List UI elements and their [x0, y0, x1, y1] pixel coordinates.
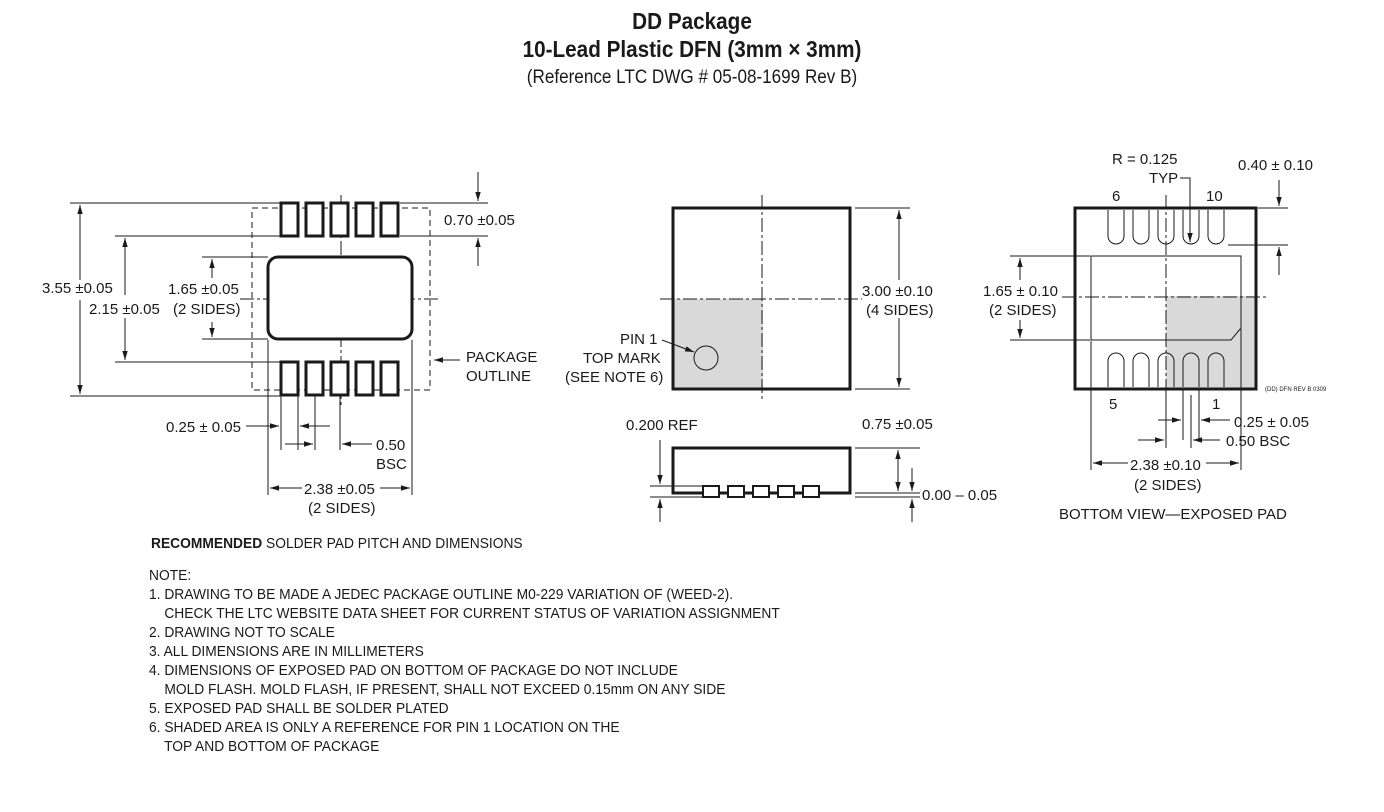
dim-pad-width: 2.38 ±0.05 — [304, 481, 375, 498]
dim-bottom-pad-height: 1.65 ± 0.10 — [983, 283, 1058, 300]
note-line: 3. ALL DIMENSIONS ARE IN MILLIMETERS — [149, 643, 424, 660]
pin1-label-1: PIN 1 — [620, 331, 658, 348]
bottom-view-leads-top — [1107, 210, 1225, 245]
solder-pad-view: 3.55 ±0.05 2.15 ±0.05 1.65 ±0.05 (2 SIDE… — [42, 172, 537, 517]
recommended-caption: RECOMMENDED SOLDER PAD PITCH AND DIMENSI… — [151, 535, 523, 552]
dim-bottom-pitch: 0.50 BSC — [1226, 433, 1290, 450]
bottom-view-leads-bottom — [1107, 352, 1225, 387]
radius-label-typ: TYP — [1149, 170, 1178, 187]
radius-label: R = 0.125 — [1112, 151, 1177, 168]
dim-pad-height: 1.65 ±0.05 — [168, 281, 239, 298]
dim-body-note: (4 SIDES) — [866, 302, 934, 319]
dim-bottom-lead-width: 0.25 ± 0.05 — [1234, 414, 1309, 431]
pin-number-10: 10 — [1206, 188, 1223, 205]
pin1-label-2: TOP MARK — [583, 350, 661, 367]
note-line: 1. DRAWING TO BE MADE A JEDEC PACKAGE OU… — [149, 586, 734, 603]
dim-standoff: 0.00 – 0.05 — [922, 487, 997, 504]
note-line: 4. DIMENSIONS OF EXPOSED PAD ON BOTTOM O… — [149, 662, 678, 679]
dim-bottom-pad-width: 2.38 ±0.10 — [1130, 457, 1201, 474]
top-view: PIN 1 TOP MARK (SEE NOTE 6) 3.00 ±0.10 (… — [565, 195, 934, 400]
dim-lead-width: 0.25 ± 0.05 — [166, 419, 241, 436]
side-view: 0.200 REF 0.75 ±0.05 0.00 – 0.05 — [626, 416, 997, 522]
dim-inner-height: 2.15 ±0.05 — [89, 301, 160, 318]
pin1-label-3: (SEE NOTE 6) — [565, 369, 663, 386]
dim-ref: 0.200 REF — [626, 417, 698, 434]
drawing-reference: (Reference LTC DWG # 05-08-1699 Rev B) — [526, 67, 858, 88]
recommended-caption-rest: SOLDER PAD PITCH AND DIMENSIONS — [262, 535, 523, 552]
note-line: 5. EXPOSED PAD SHALL BE SOLDER PLATED — [149, 700, 449, 717]
exposed-pad — [266, 255, 414, 341]
dim-body: 3.00 ±0.10 — [862, 283, 933, 300]
dim-pad-height-note: (2 SIDES) — [173, 301, 241, 318]
dim-pitch-note: BSC — [376, 456, 407, 473]
note-line: MOLD FLASH. MOLD FLASH, IF PRESENT, SHAL… — [149, 681, 726, 698]
pin-number-6: 6 — [1112, 188, 1120, 205]
bottom-lead-pads — [279, 360, 400, 397]
dim-pitch: 0.50 — [376, 437, 405, 454]
dim-total-height: 3.55 ±0.05 — [42, 280, 113, 297]
package-outline-label-2: OUTLINE — [466, 368, 531, 385]
bottom-view: 6 10 5 1 R = 0.125 TYP 0.40 ± 0.10 1.65 … — [983, 151, 1327, 523]
notes-block: NOTE: 1. DRAWING TO BE MADE A JEDEC PACK… — [149, 566, 835, 756]
top-lead-pads — [279, 201, 400, 238]
package-subtitle: 10-Lead Plastic DFN (3mm × 3mm) — [522, 36, 862, 62]
package-outline-label-1: PACKAGE — [466, 349, 537, 366]
dim-bottom-pad-width-note: (2 SIDES) — [1134, 477, 1202, 494]
pin1-top-mark — [693, 345, 719, 371]
dim-height: 0.75 ±0.05 — [862, 416, 933, 433]
note-line: CHECK THE LTC WEBSITE DATA SHEET FOR CUR… — [149, 605, 780, 622]
note-line: 2. DRAWING NOT TO SCALE — [149, 624, 335, 641]
dim-lead-length: 0.70 ±0.05 — [444, 212, 515, 229]
revision-tag: (DD) DFN REV B 0309 — [1265, 387, 1327, 393]
pin1-shaded-area-bottom — [1166, 296, 1255, 389]
dim-bottom-pad-height-note: (2 SIDES) — [989, 302, 1057, 319]
pin-number-5: 5 — [1109, 396, 1117, 413]
recommended-caption-bold: RECOMMENDED — [151, 535, 263, 552]
exposed-pad-outline — [1090, 255, 1242, 341]
note-line: TOP AND BOTTOM OF PACKAGE — [149, 738, 380, 755]
pin-number-1: 1 — [1212, 396, 1220, 413]
bottom-view-caption: BOTTOM VIEW—EXPOSED PAD — [1059, 506, 1287, 523]
note-line: 6. SHADED AREA IS ONLY A REFERENCE FOR P… — [149, 719, 620, 736]
pin1-shaded-area — [673, 299, 763, 389]
dim-pad-width-note: (2 SIDES) — [308, 500, 376, 517]
side-leads — [702, 485, 820, 498]
dim-lead-len: 0.40 ± 0.10 — [1238, 157, 1313, 174]
package-title: DD Package — [632, 8, 752, 34]
notes-heading: NOTE: — [149, 567, 192, 584]
